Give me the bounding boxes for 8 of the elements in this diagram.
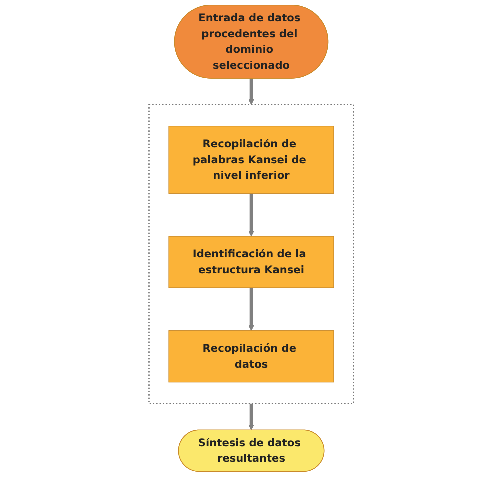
cluster <box>148 104 354 404</box>
arrow <box>248 78 254 106</box>
node-box: Recopilación de palabras Kansei de nivel inferior <box>168 126 334 194</box>
node-box: Identificación de la estructura Kansei <box>168 236 334 288</box>
node-box: Recopilación de datos <box>168 330 334 383</box>
arrow <box>248 288 254 332</box>
arrow <box>248 194 254 237</box>
arrow <box>248 404 254 430</box>
